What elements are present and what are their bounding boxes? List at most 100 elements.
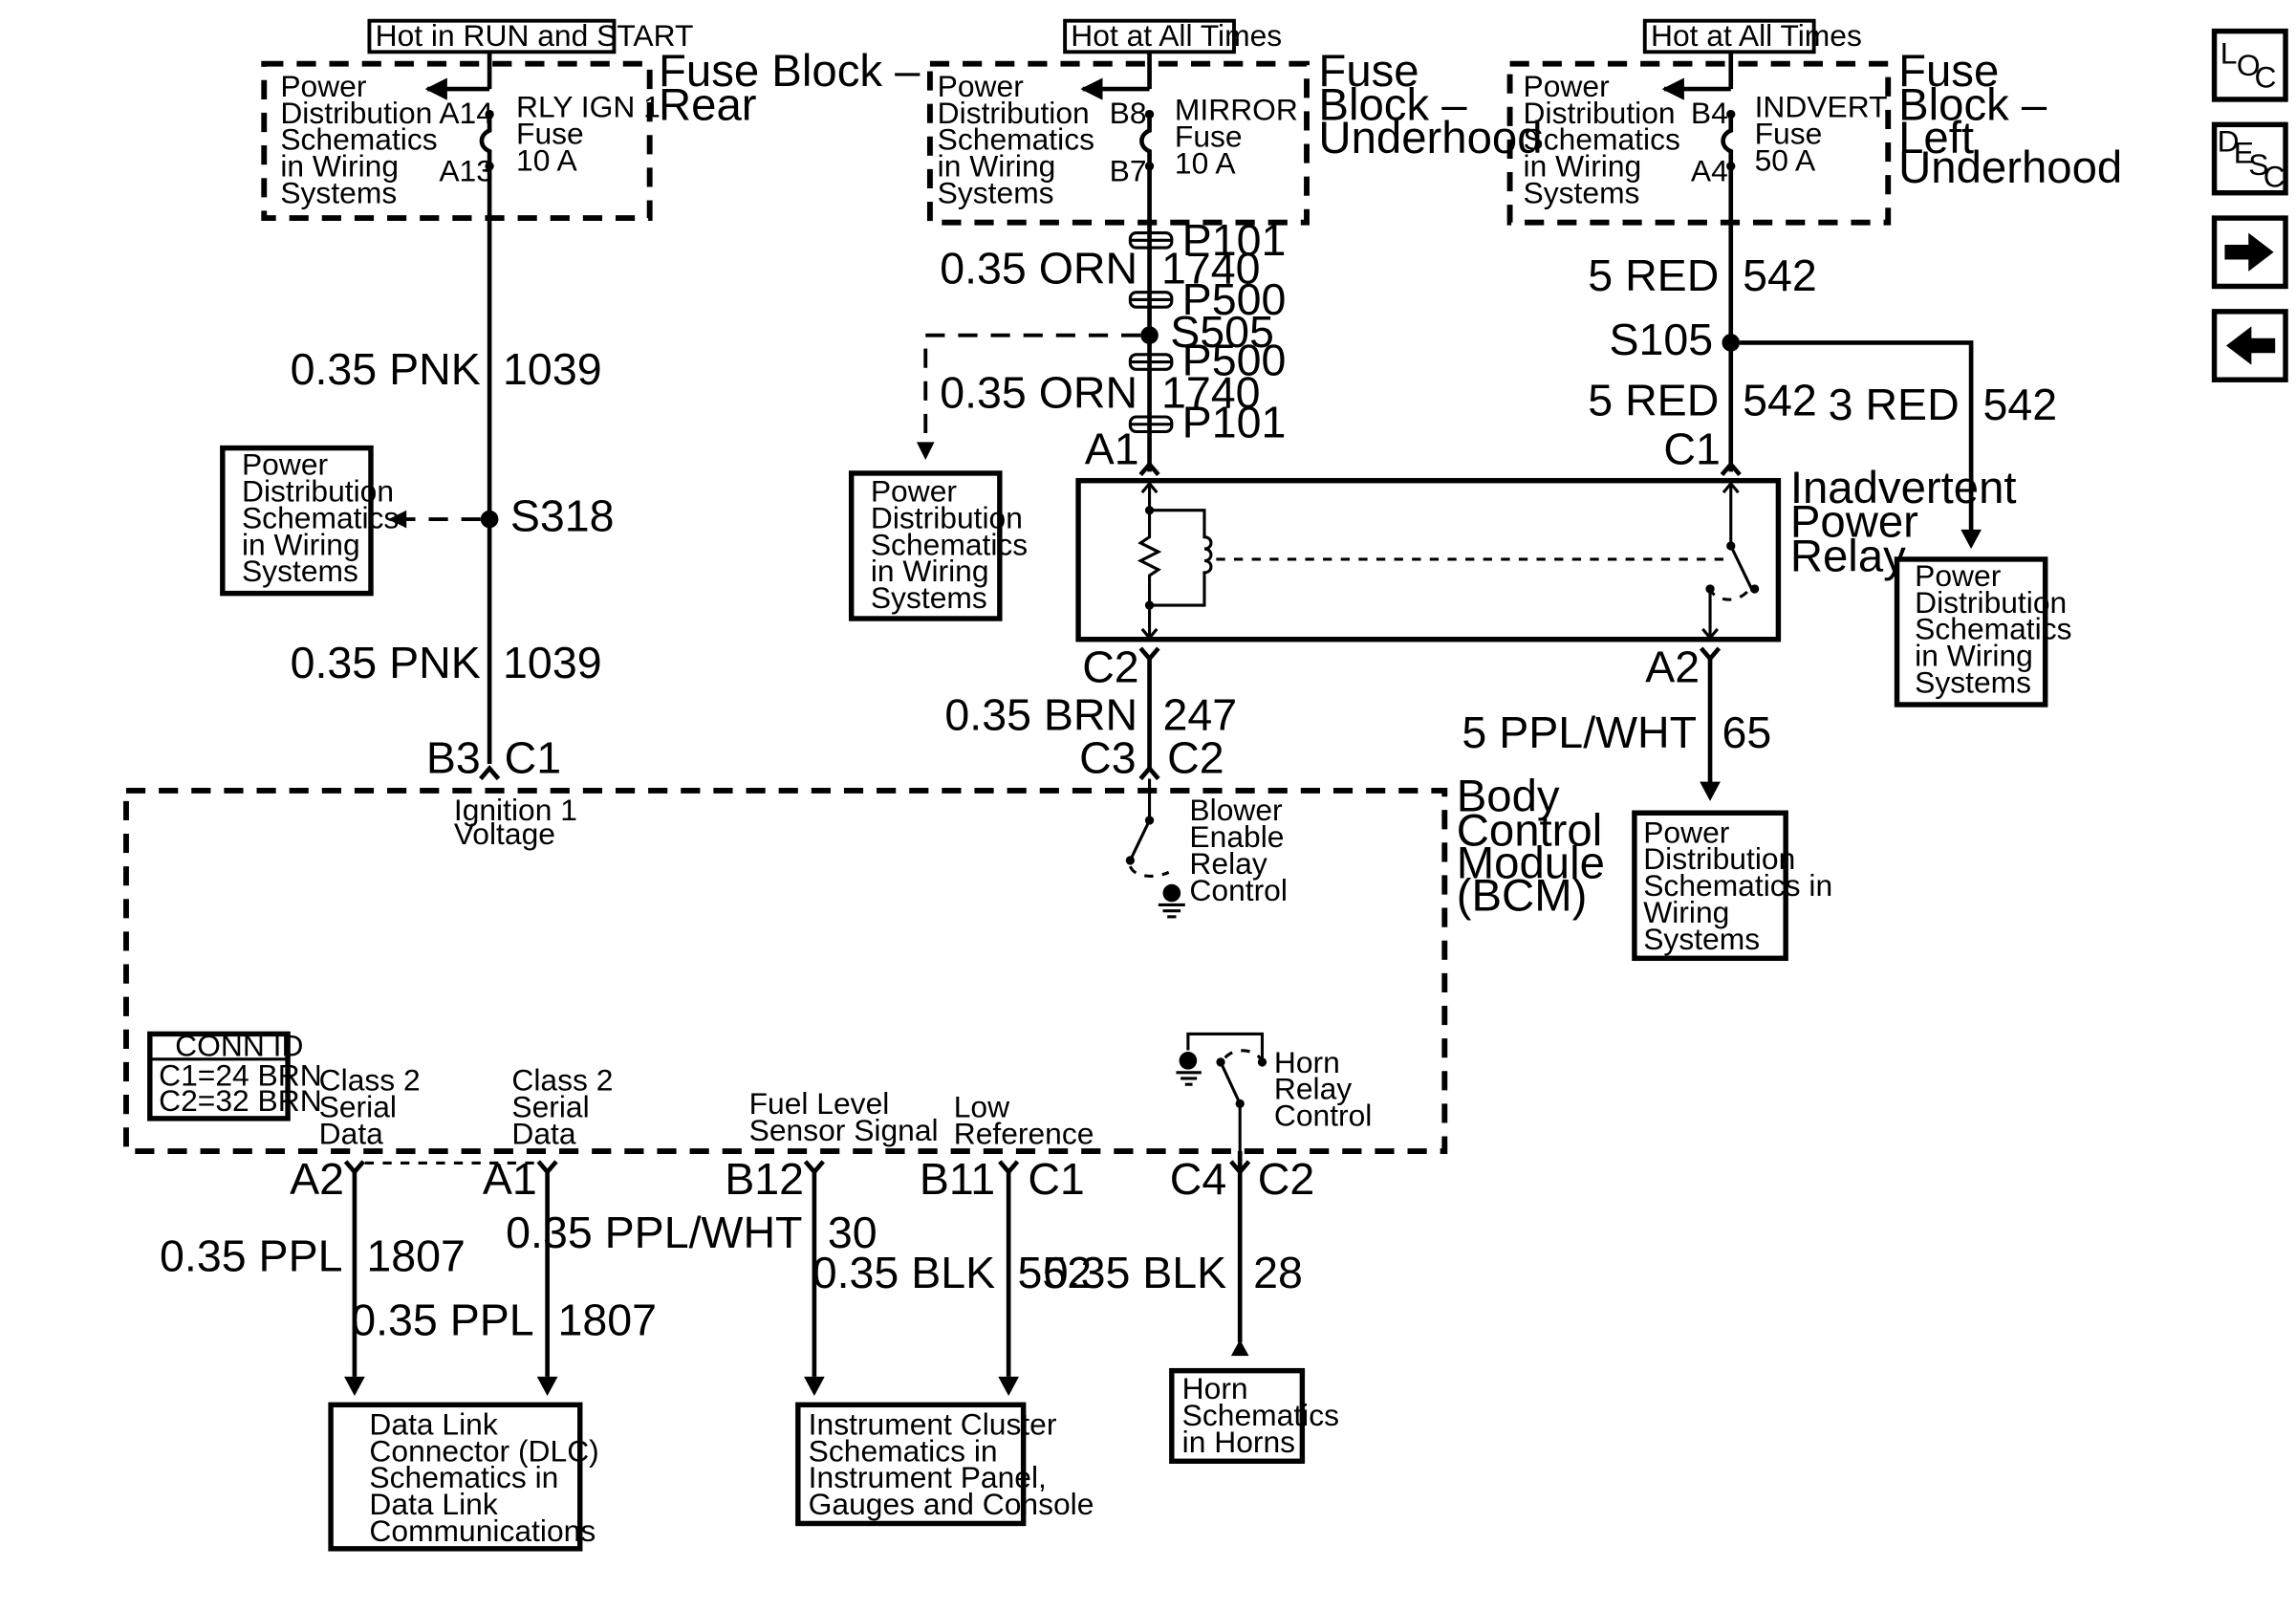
right-circuit-ref-bottom-0-label: Power (1643, 815, 1730, 849)
bottom-cluster-ref-3-label: Gauges and Console (809, 1487, 1094, 1521)
ref-box-s105: Power Distribution Schematics in Wiring … (1894, 556, 2072, 708)
bcm-title-0-label: Body (1457, 772, 1560, 822)
relay-title-1-label: Power (1790, 497, 1918, 548)
middle-circuit-wire1-size-color-label: 0.35 ORN (940, 243, 1137, 293)
fuse-blocks-rear-pin-top-label: A14 (439, 96, 493, 130)
loc-letter-o: O (2237, 48, 2261, 82)
fuse-blocks-underhood-ref-2-label: Schematics (938, 122, 1094, 157)
fuse-blocks-left-underhood-ref-2-label: Schematics (1524, 122, 1680, 157)
bottom-dlc-ref-0-label: Data Link (369, 1406, 497, 1441)
bcm-conn-id-lines-0-label: C1=24 BRN (159, 1058, 322, 1093)
left-circuit-wire1-size-color-label: 0.35 PNK (291, 344, 481, 394)
fuse-blocks-rear-ref-3-label: in Wiring (280, 149, 399, 184)
connector-icon (1128, 291, 1174, 309)
bottom-b11-wire-size-color-label: 0.35 BLK (812, 1248, 995, 1297)
middle-circuit-relay-pin-top-label: A1 (1085, 425, 1139, 474)
bottom-b11-pin-label: B11 (920, 1154, 995, 1204)
fuse-blocks-rear-fuse-1-label: Fuse (516, 117, 584, 151)
bottom-horn-ref-0-label: Horn (1182, 1371, 1248, 1405)
right-circuit-ref-branch-2-label: Schematics (1915, 612, 2071, 646)
fuse-blocks-left-underhood-fuse-0-label: INDVERT (1755, 90, 1888, 124)
loc-icon[interactable]: L O C (2211, 28, 2288, 102)
relay-title-2-label: Relay (1790, 531, 1906, 581)
right-circuit-wire3-circuit-label: 65 (1722, 708, 1771, 757)
desc-letter-e: E (2234, 136, 2254, 170)
fuse-blocks-rear-ref-1-label: Distribution (280, 96, 432, 130)
prev-arrow-icon[interactable] (2211, 309, 2288, 382)
connector-icon (1128, 231, 1174, 250)
right-circuit-branch-size-color-label: 3 RED (1829, 380, 1960, 429)
right-circuit-ref-bottom-1-label: Distribution (1643, 841, 1795, 876)
bottom-b12-pin-label: B12 (725, 1154, 804, 1204)
left-circuit-wire2-size-color-label: 0.35 PNK (291, 638, 481, 687)
bottom-horn-ref-2-label: in Horns (1182, 1425, 1295, 1459)
left-circuit-ref-2-label: Schematics (242, 500, 399, 534)
right-circuit-wire2-circuit-label: 542 (1743, 375, 1817, 425)
fuse-blocks-left-underhood-title-0-label: Fuse (1898, 46, 1999, 97)
fuse-blocks-left-underhood-ref-3-label: in Wiring (1524, 149, 1642, 184)
fuse-blocks-left-underhood-fuse-2-label: 50 A (1755, 142, 1816, 177)
hot-labels-rear-label: Hot in RUN and START (376, 18, 694, 53)
hot-label-underhood: Hot at All Times (1063, 18, 1282, 54)
right-circuit: 5 RED 542 S105 3 RED 542 5 RED 542 C1 A2… (1462, 165, 2058, 801)
bottom-cluster-ref-1-label: Schematics in (809, 1433, 998, 1468)
middle-circuit-conn3-label: P500 (1182, 336, 1287, 385)
bottom-a1-wire-size-color-label: 0.35 PPL (351, 1295, 533, 1344)
ground-icon (1179, 1052, 1198, 1070)
bcm-conn-id-lines-1-label: C2=32 BRN (159, 1083, 322, 1118)
bottom-a2-pin-label: A2 (290, 1154, 344, 1204)
fuse-blocks-underhood-pin-top-label: B8 (1110, 96, 1147, 130)
bcm-signals-a2-2-label: Data (319, 1116, 383, 1150)
body-control-module: Body Control Module (BCM) Ignition 1 Vol… (123, 772, 1605, 1154)
ref-box-relay-output: Power Distribution Schematics in Wiring … (1632, 810, 1832, 962)
ground-icon (1162, 883, 1181, 903)
right-circuit-branch-circuit-label: 542 (1983, 380, 2058, 429)
middle-circuit-splice-label: S505 (1170, 307, 1274, 357)
next-arrow-icon[interactable] (2211, 215, 2288, 290)
bcm-signals-a2-0-label: Class 2 (319, 1062, 421, 1097)
conn-id-table: CONN ID C1=24 BRN C2=32 BRN (147, 1029, 322, 1121)
bottom-b12-wire-size-color-label: 0.35 PPL/WHT (506, 1208, 802, 1257)
bcm-title-2-label: Module (1457, 838, 1605, 889)
bottom-dlc-ref-2-label: Schematics in (369, 1460, 558, 1494)
right-circuit-relay-pin-top-label: C1 (1663, 425, 1720, 474)
ref-box-dlc: Data Link Connector (DLC) Schematics in … (328, 1402, 599, 1552)
desc-letter-s: S (2248, 147, 2268, 182)
fuse-blocks-underhood-title-1-label: Block – (1318, 80, 1467, 131)
middle-circuit-wire2-circuit-label: 1740 (1161, 368, 1261, 418)
bcm-blower-1-label: Enable (1189, 819, 1284, 854)
right-circuit-wire1-circuit-label: 542 (1743, 250, 1817, 300)
desc-icon[interactable]: D E S C (2211, 121, 2288, 196)
bcm-conn-id-title-label: CONN ID (175, 1029, 303, 1063)
right-circuit-ref-bottom-3-label: Wiring (1643, 895, 1729, 929)
bottom-c4-pin-label: C4 (1170, 1154, 1226, 1204)
left-circuit-wire2-circuit-label: 1039 (503, 638, 602, 687)
right-circuit-relay-pin-bottom-label: A2 (1645, 642, 1700, 692)
inadvertent-power-relay: Inadvertent Power Relay (1075, 463, 2017, 642)
switch-contact-icon (1128, 819, 1151, 861)
ref-box-s318: Power Distribution Schematics in Wiring … (220, 445, 399, 597)
bottom-c4-wire-circuit-label: 28 (1253, 1248, 1303, 1297)
connector-icon (1128, 353, 1174, 371)
middle-circuit-wire3-size-color-label: 0.35 BRN (944, 689, 1137, 739)
bcm-blower-0-label: Blower (1189, 793, 1283, 827)
switch-contact-icon (1729, 545, 1753, 590)
bcm-signals-b11-0-label: Low (954, 1089, 1010, 1123)
right-circuit-ref-bottom-2-label: Schematics in (1643, 868, 1832, 903)
fuse-blocks-underhood-fuse-2-label: 10 A (1175, 146, 1236, 181)
middle-circuit-wire1-circuit-label: 1740 (1161, 243, 1261, 293)
bottom-b12-wire-circuit-label: 30 (828, 1208, 877, 1257)
bcm-horn-1-label: Relay (1274, 1072, 1352, 1106)
fuse-blocks-underhood-ref-3-label: in Wiring (938, 149, 1056, 184)
bottom-a1-pin-label: A1 (483, 1154, 537, 1204)
bottom-dlc-ref-3-label: Data Link (369, 1487, 497, 1521)
fuse-blocks-underhood-fuse-0-label: MIRROR (1175, 93, 1298, 127)
left-circuit-ref-4-label: Systems (242, 554, 358, 588)
bcm-title-1-label: Control (1457, 805, 1603, 856)
fuse-block-underhood: Power Distribution Schematics in Wiring … (926, 46, 1543, 226)
bcm-ignition-1-label: Voltage (454, 816, 555, 851)
left-circuit-wire1-circuit-label: 1039 (503, 344, 602, 394)
fuse-blocks-rear-fuse-2-label: 10 A (516, 142, 577, 177)
bcm-signals-b12-1-label: Sensor Signal (749, 1113, 939, 1147)
